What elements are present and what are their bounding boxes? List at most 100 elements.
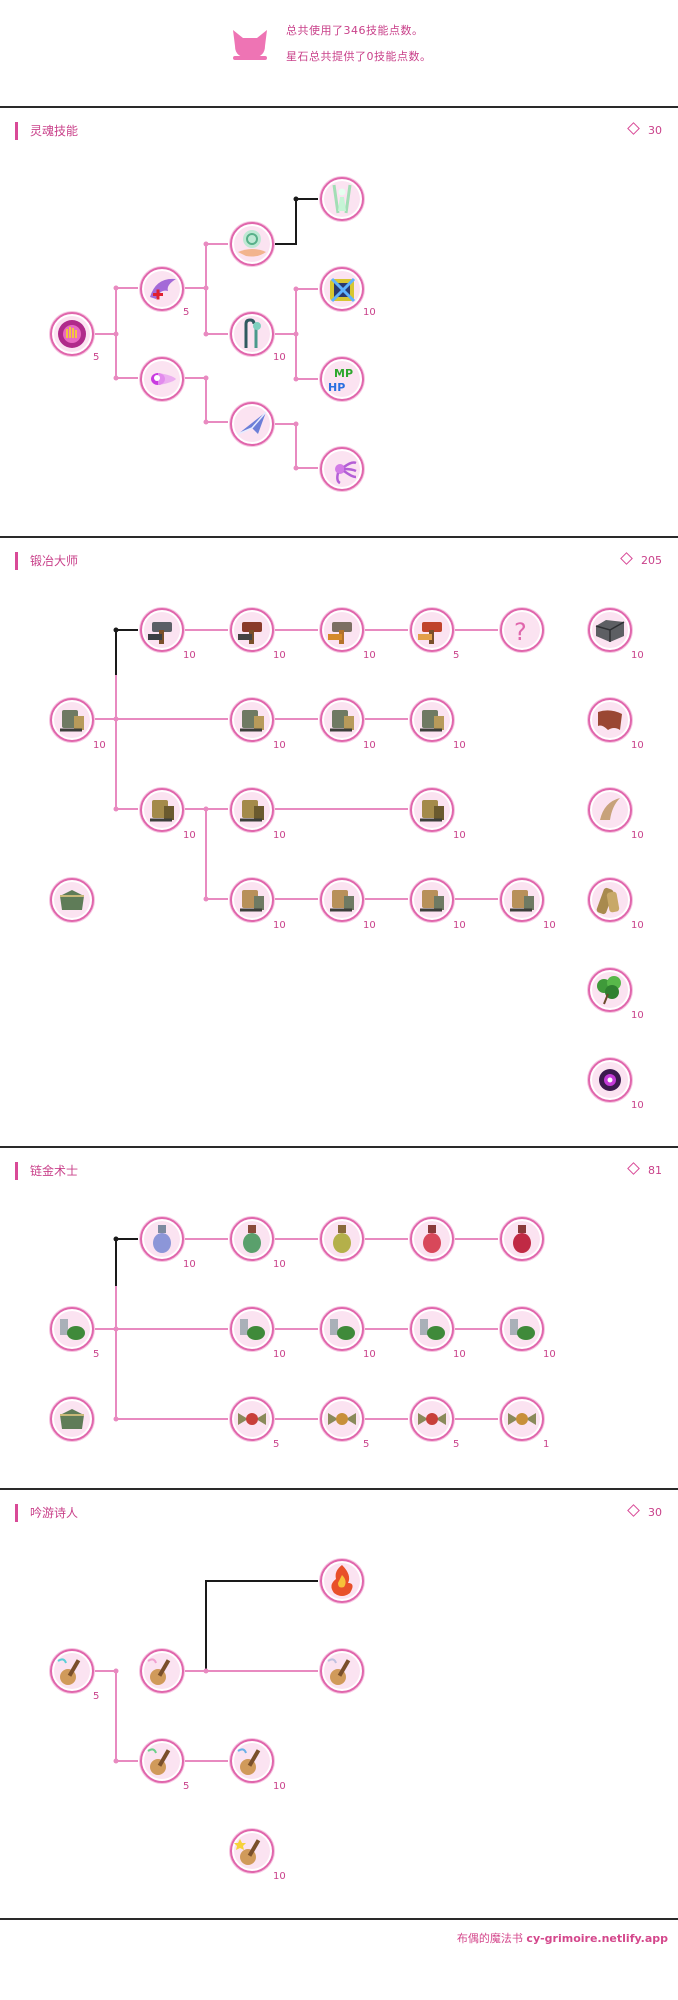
skill-level: 10 xyxy=(273,1871,286,1882)
footer-link[interactable]: cy-grimoire.netlify.app xyxy=(526,1932,668,1945)
skill-node-mystery[interactable]: ? xyxy=(500,608,544,652)
skill-level: 10 xyxy=(183,650,196,661)
flask-icon xyxy=(508,1413,536,1425)
skill-node-bag[interactable] xyxy=(50,878,94,922)
item-node-hide[interactable] xyxy=(588,698,632,742)
skill-level: 10 xyxy=(363,650,376,661)
skill-node-flask-2[interactable] xyxy=(230,1307,274,1351)
item-count: 10 xyxy=(631,650,644,661)
skill-node-hammer-1[interactable] xyxy=(140,608,184,652)
skill-node-arrow[interactable] xyxy=(230,402,274,446)
skill-node-anvil-base[interactable] xyxy=(50,698,94,742)
skill-node-bomb-2[interactable] xyxy=(320,1397,364,1441)
skill-node-tool-5[interactable] xyxy=(320,878,364,922)
skill-connectors xyxy=(94,1236,498,1422)
skill-level: 5 xyxy=(93,1349,100,1360)
hammer-icon xyxy=(238,622,262,644)
item-node-herb[interactable] xyxy=(588,968,632,1012)
skill-node-tool-2[interactable] xyxy=(230,788,274,832)
anvil-tool-icon xyxy=(240,800,264,822)
skill-node-tool-4[interactable] xyxy=(230,878,274,922)
skill-node-bomb-1[interactable] xyxy=(230,1397,274,1441)
flask-icon xyxy=(60,1319,85,1340)
section-divider xyxy=(0,536,678,538)
anvil-tool-icon xyxy=(150,800,174,822)
points-value: 30 xyxy=(648,1506,662,1519)
footer-credit: 布偶的魔法书 cy-grimoire.netlify.app xyxy=(457,1930,668,1946)
skill-level: 10 xyxy=(543,1349,556,1360)
item-count: 10 xyxy=(631,740,644,751)
skill-node-hammer-3[interactable] xyxy=(320,608,364,652)
guitar-icon xyxy=(147,1748,171,1775)
skill-node-guitar-base[interactable] xyxy=(50,1649,94,1693)
skill-node-guitar-4[interactable] xyxy=(140,1739,184,1783)
skill-node-tentacle[interactable] xyxy=(320,447,364,491)
skill-node-potion-1[interactable] xyxy=(140,1217,184,1261)
spirit-orb-icon xyxy=(151,373,176,385)
skill-node-alch-bag[interactable] xyxy=(50,1397,94,1441)
skill-level: 10 xyxy=(273,920,286,931)
skill-node-potion-4[interactable] xyxy=(410,1217,454,1261)
skill-node-tool-1[interactable] xyxy=(140,788,184,832)
skill-level: 10 xyxy=(453,740,466,751)
skill-level: 10 xyxy=(363,920,376,931)
points-value: 81 xyxy=(648,1164,662,1177)
skill-node-angel-figure[interactable] xyxy=(320,177,364,221)
wood-icon xyxy=(596,887,620,915)
skill-node-tool-6[interactable] xyxy=(410,878,454,922)
skill-node-flask-5[interactable] xyxy=(500,1307,544,1351)
skill-node-staff[interactable] xyxy=(230,312,274,356)
section-title-soul: 灵魂技能 xyxy=(15,122,78,140)
skill-node-potion-5[interactable] xyxy=(500,1217,544,1261)
skill-node-soul-base[interactable] xyxy=(50,312,94,356)
wing-heal-icon xyxy=(150,278,176,300)
item-node-dark-orb[interactable] xyxy=(588,1058,632,1102)
potion-icon xyxy=(243,1225,261,1253)
skill-level: 1 xyxy=(543,1439,550,1450)
skill-node-potion-2[interactable] xyxy=(230,1217,274,1261)
skill-node-potion-3[interactable] xyxy=(320,1217,364,1261)
item-node-wood[interactable] xyxy=(588,878,632,922)
skill-node-spirit-orb[interactable] xyxy=(140,357,184,401)
guitar-icon xyxy=(234,1839,261,1865)
skill-node-anvil-3[interactable] xyxy=(320,698,364,742)
skill-node-anvil-2[interactable] xyxy=(230,698,274,742)
section-divider xyxy=(0,1146,678,1148)
skill-node-bomb-4[interactable] xyxy=(500,1397,544,1441)
skill-node-flask-base[interactable] xyxy=(50,1307,94,1351)
section-title-bard: 吟游诗人 xyxy=(15,1504,78,1522)
skill-level: 5 xyxy=(93,352,100,363)
skill-node-guitar-6[interactable] xyxy=(230,1829,274,1873)
potion-icon xyxy=(513,1225,531,1253)
item-node-claw[interactable] xyxy=(588,788,632,832)
section-title-alch: 链金术士 xyxy=(15,1162,78,1180)
section-divider xyxy=(0,1918,678,1920)
skill-node-flask-4[interactable] xyxy=(410,1307,454,1351)
skill-node-hammer-2[interactable] xyxy=(230,608,274,652)
potion-icon xyxy=(153,1225,171,1253)
skill-node-anvil-4[interactable] xyxy=(410,698,454,742)
skill-node-guitar-2[interactable] xyxy=(140,1649,184,1693)
skill-node-guitar-5[interactable] xyxy=(230,1739,274,1783)
flask-icon xyxy=(328,1413,356,1425)
section-points-alch: 81 xyxy=(627,1162,662,1180)
skill-node-guitar-3[interactable] xyxy=(320,1649,364,1693)
item-count: 10 xyxy=(631,1100,644,1111)
skill-level: 10 xyxy=(183,1259,196,1270)
skill-node-palm-swirl[interactable] xyxy=(230,222,274,266)
hammer-icon xyxy=(328,622,352,644)
skill-node-fire-guitar[interactable] xyxy=(320,1559,364,1603)
skill-node-flask-3[interactable] xyxy=(320,1307,364,1351)
section-points-bard: 30 xyxy=(627,1504,662,1522)
fire-guitar-icon xyxy=(331,1565,353,1596)
guitar-icon xyxy=(327,1658,351,1685)
skill-node-hammer-4[interactable] xyxy=(410,608,454,652)
item-node-ore[interactable] xyxy=(588,608,632,652)
skill-node-tool-3[interactable] xyxy=(410,788,454,832)
skill-node-wing-heal[interactable] xyxy=(140,267,184,311)
skill-node-tool-7[interactable] xyxy=(500,878,544,922)
skill-node-bomb-3[interactable] xyxy=(410,1397,454,1441)
skill-node-crossed-shield[interactable] xyxy=(320,267,364,311)
skill-level: 10 xyxy=(363,740,376,751)
